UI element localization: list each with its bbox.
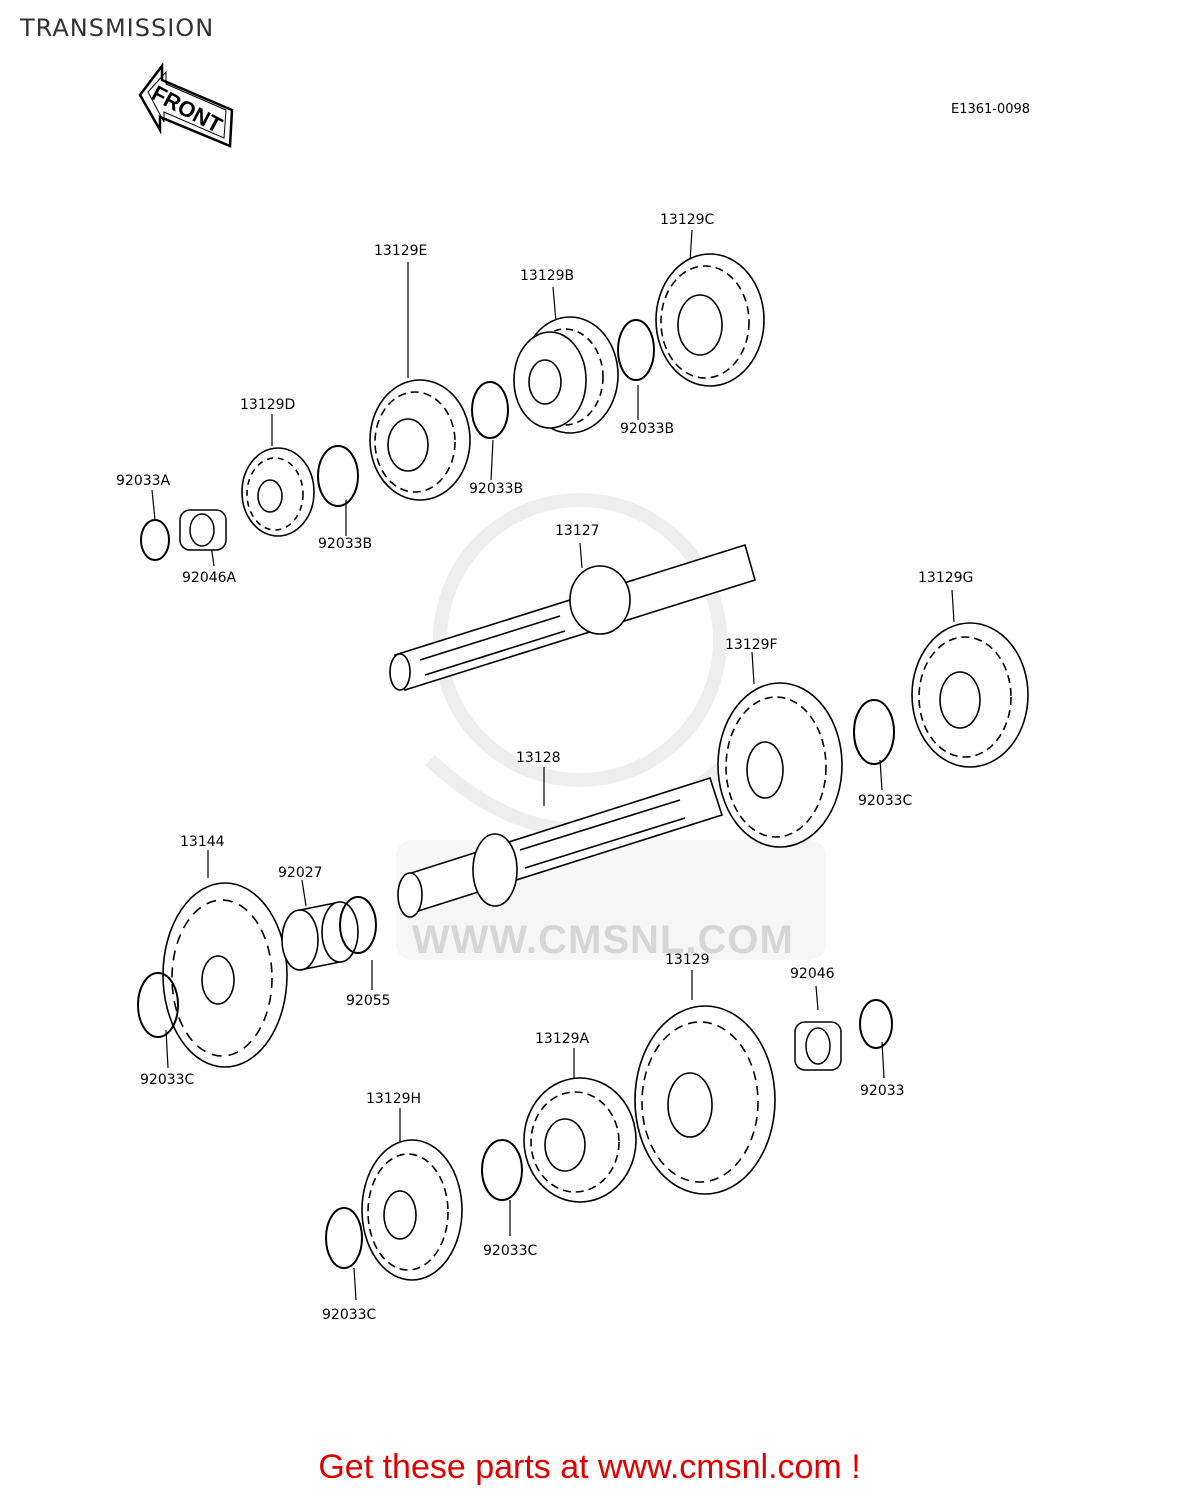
gear-13129E[interactable] (369, 379, 471, 501)
part-label-92055[interactable]: 92055 (346, 993, 391, 1009)
part-label-92033B-a[interactable]: 92033B (318, 536, 373, 552)
part-label-92033B-b[interactable]: 92033B (469, 481, 524, 497)
part-label-13129[interactable]: 13129 (665, 952, 710, 968)
part-label-13129E[interactable]: 13129E (374, 243, 428, 259)
circlip-92033B-c[interactable] (617, 319, 655, 381)
sprocket-13144[interactable] (162, 882, 288, 1068)
part-label-13129F[interactable]: 13129F (725, 637, 778, 653)
part-label-92033C-b[interactable]: 92033C (140, 1072, 195, 1088)
part-label-92033[interactable]: 92033 (860, 1083, 905, 1099)
gear-13129A[interactable] (523, 1077, 637, 1203)
part-label-92046A[interactable]: 92046A (182, 570, 237, 586)
part-label-92033C-a[interactable]: 92033C (858, 793, 913, 809)
part-label-13129B[interactable]: 13129B (520, 268, 575, 284)
needle-bearing-92046[interactable] (794, 1021, 842, 1071)
shaft-13128[interactable] (397, 776, 724, 918)
part-label-13129C[interactable]: 13129C (660, 212, 715, 228)
part-label-13129G[interactable]: 13129G (918, 570, 974, 586)
front-arrow-icon (138, 62, 234, 148)
leader-lines (151, 229, 955, 1301)
circlip-92033B-b[interactable] (471, 381, 509, 439)
gear-13129G[interactable] (911, 622, 1029, 768)
collar-92027[interactable] (281, 901, 359, 971)
part-label-13144[interactable]: 13144 (180, 834, 225, 850)
circlip-92033[interactable] (859, 999, 893, 1049)
footer-cta[interactable]: Get these parts at www.cmsnl.com ! (318, 1448, 861, 1486)
shaft-13127[interactable] (389, 543, 756, 692)
gear-13129C[interactable] (655, 253, 765, 387)
page-title: TRANSMISSION (20, 14, 215, 42)
circlip-92033C-c[interactable] (481, 1139, 523, 1201)
part-label-13128[interactable]: 13128 (516, 750, 561, 766)
circlip-92033C-d[interactable] (325, 1207, 363, 1269)
part-label-92046[interactable]: 92046 (790, 966, 835, 982)
part-label-92033C-c[interactable]: 92033C (483, 1243, 538, 1259)
circlip-92033C-a[interactable] (853, 699, 895, 765)
gear-13129D[interactable] (241, 447, 315, 537)
part-label-13129H[interactable]: 13129H (366, 1091, 422, 1107)
part-label-13127[interactable]: 13127 (555, 523, 600, 539)
part-label-92033A[interactable]: 92033A (116, 473, 171, 489)
circlip-92033C-b[interactable] (137, 972, 179, 1038)
gear-13129B[interactable] (513, 316, 619, 434)
part-label-92033C-d[interactable]: 92033C (322, 1307, 377, 1323)
needle-bearing-92046A[interactable] (179, 509, 227, 551)
gear-13129[interactable] (634, 1005, 776, 1195)
part-label-92033B-c[interactable]: 92033B (620, 421, 675, 437)
gear-13129H[interactable] (361, 1139, 463, 1281)
watermark-url: WWW.CMSNL.COM (412, 918, 794, 962)
part-label-13129A[interactable]: 13129A (535, 1031, 590, 1047)
o-ring-92055[interactable] (339, 896, 377, 954)
gear-13129F[interactable] (717, 682, 843, 848)
circlip-92033A[interactable] (140, 519, 170, 561)
part-label-92027[interactable]: 92027 (278, 865, 323, 881)
front-arrow-label: FRONT (148, 80, 227, 138)
circlip-92033B-a[interactable] (317, 445, 359, 507)
part-label-13129D[interactable]: 13129D (240, 397, 296, 413)
diagram-code: E1361-0098 (951, 102, 1031, 117)
